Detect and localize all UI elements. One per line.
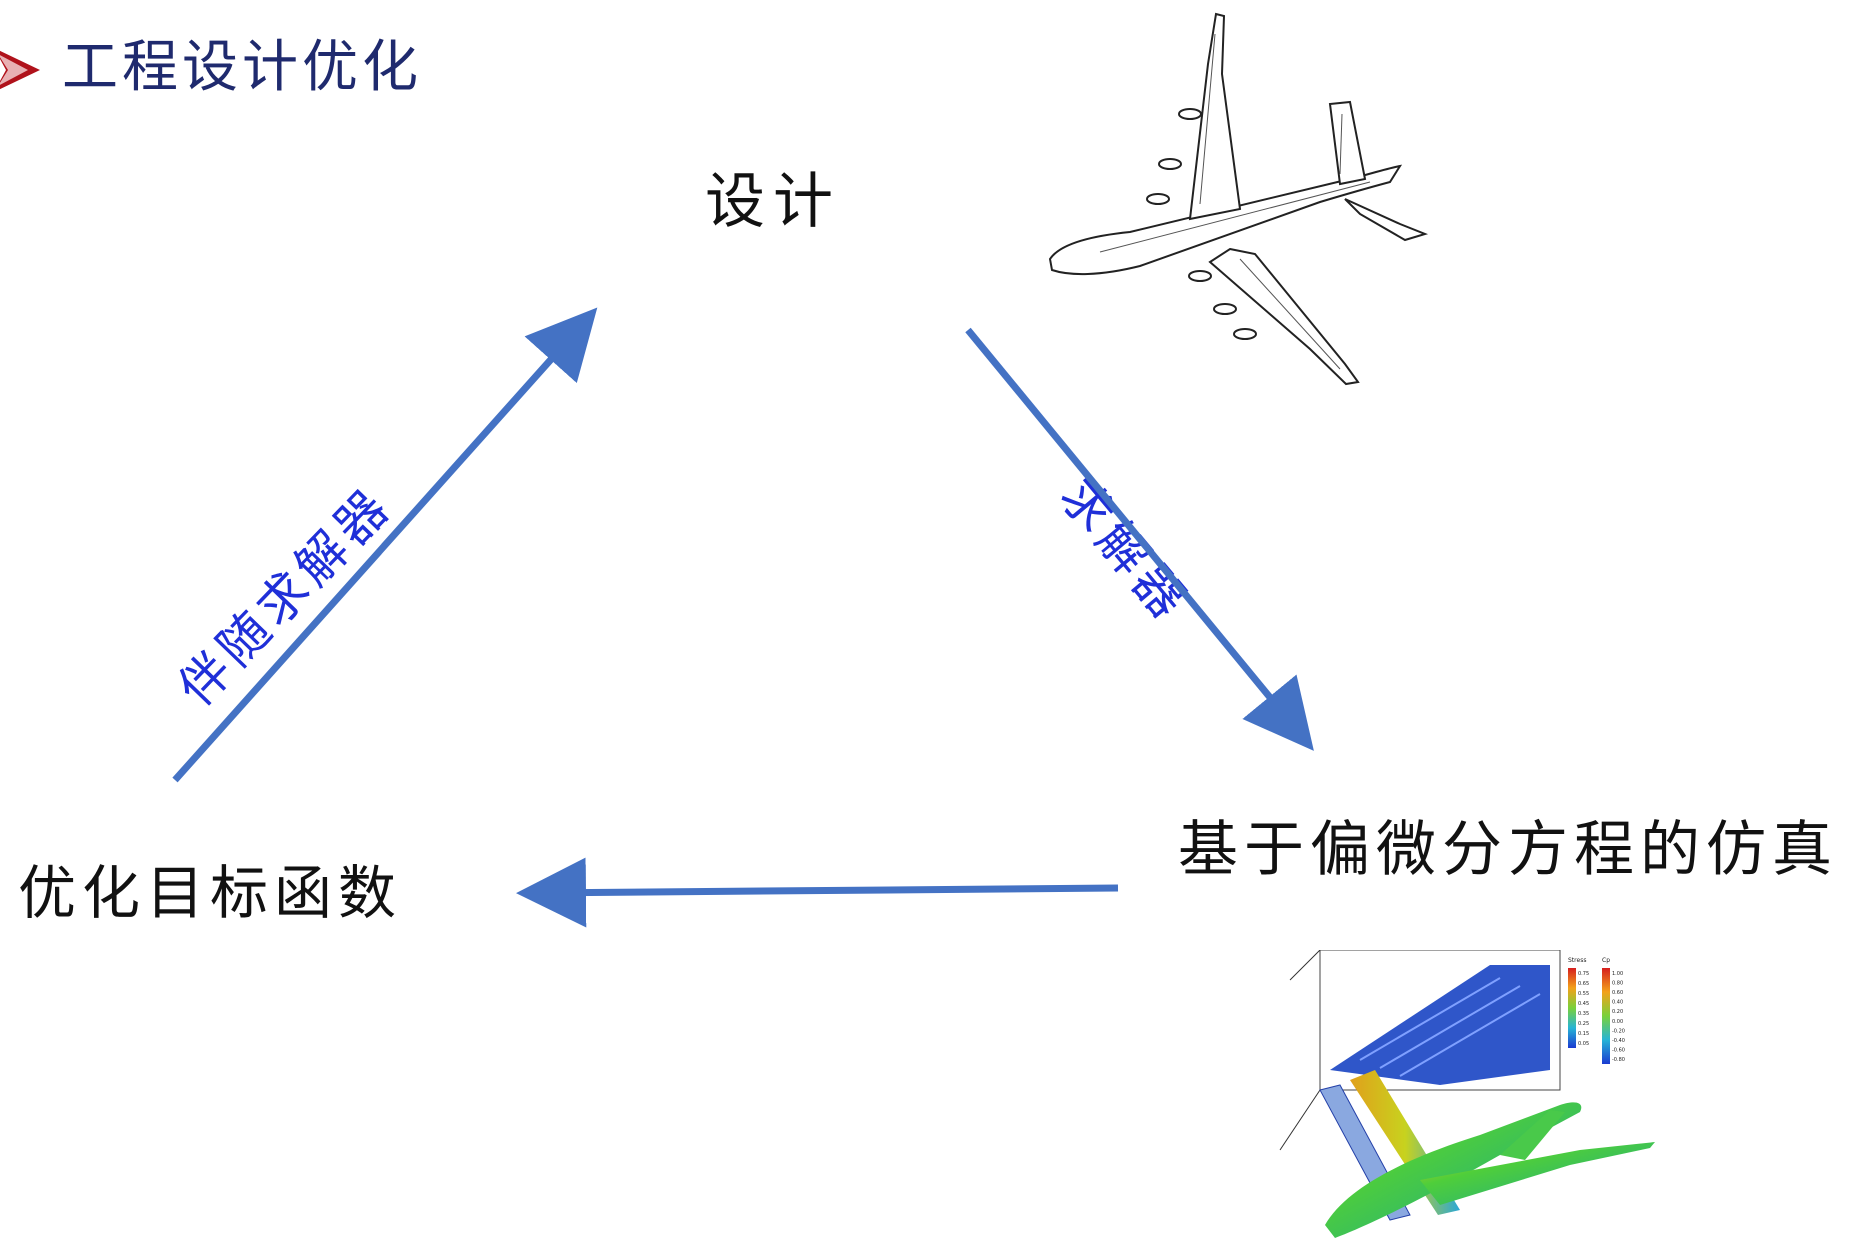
solver-edge-label: 求解器 bbox=[1048, 467, 1202, 634]
cp-legend-tick-label: 0.80 bbox=[1612, 980, 1623, 986]
stress-legend: Stress bbox=[1568, 957, 1586, 1048]
cp-legend: Cp bbox=[1602, 957, 1610, 1064]
cp-legend-tick-label: -0.80 bbox=[1612, 1057, 1625, 1063]
stress-legend-tick-label: 0.25 bbox=[1578, 1021, 1589, 1027]
stress-legend-title: Stress bbox=[1568, 957, 1586, 964]
objective-function-node: 优化目标函数 bbox=[18, 859, 403, 927]
stress-legend-tick-label: 0.35 bbox=[1578, 1011, 1589, 1017]
cp-legend-tick-label: 0.60 bbox=[1612, 990, 1623, 996]
cp-legend-tick-label: -0.20 bbox=[1612, 1028, 1625, 1034]
aircraft-simulation-figure: Stress Cp 0.75 0.65 0.55 0.45 0.35 0.25 0.15 0.… bbox=[1279, 950, 1655, 1238]
cp-legend-tick-label: -0.40 bbox=[1612, 1038, 1625, 1044]
cp-legend-tick-label: 1.00 bbox=[1612, 971, 1623, 977]
cp-legend-tick-label: 0.20 bbox=[1612, 1009, 1623, 1015]
stress-legend-tick-label: 0.75 bbox=[1578, 971, 1589, 977]
stress-legend-tick-label: 0.15 bbox=[1578, 1031, 1589, 1037]
cp-legend-tick-label: -0.60 bbox=[1612, 1048, 1625, 1054]
cp-legend-title: Cp bbox=[1602, 957, 1610, 964]
adjoint-solver-edge-label: 伴随求解器 bbox=[167, 475, 404, 718]
stress-legend-tick-label: 0.05 bbox=[1578, 1041, 1589, 1047]
stress-legend-tick-label: 0.55 bbox=[1578, 991, 1589, 997]
arrowhead-bullet-icon bbox=[0, 48, 42, 96]
page-title: 工程设计优化 bbox=[62, 35, 422, 100]
pde-simulation-node: 基于偏微分方程的仿真 bbox=[1178, 815, 1838, 885]
cp-legend-tick-label: 0.40 bbox=[1612, 1000, 1623, 1006]
aircraft-line-drawing bbox=[1048, 12, 1429, 386]
adjoint-arrow bbox=[172, 307, 598, 783]
stress-legend-tick-label: 0.65 bbox=[1578, 981, 1589, 987]
objective-arrow bbox=[516, 857, 1119, 928]
cp-legend-tick-label: 0.00 bbox=[1612, 1019, 1623, 1025]
stress-legend-tick-label: 0.45 bbox=[1578, 1001, 1589, 1007]
design-node: 设计 bbox=[705, 167, 841, 237]
